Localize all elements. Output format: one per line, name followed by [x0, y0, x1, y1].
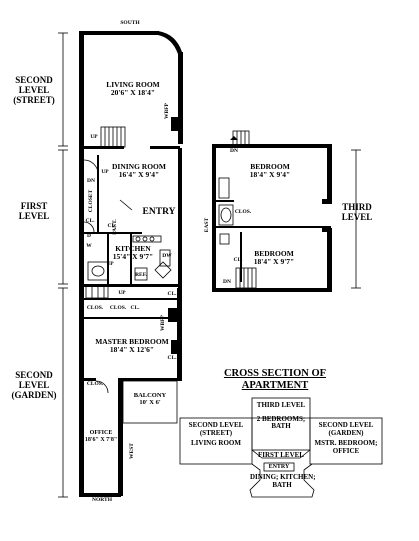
room-size: 20'6" x 18'4" — [110, 88, 156, 98]
compass-west-label: West — [128, 443, 135, 459]
cl-label: Cl. — [167, 291, 177, 297]
level-line: Second — [15, 75, 53, 85]
cl-label: Cl. — [85, 218, 95, 224]
kitchen-label: Kitchen 15'4" x 9'7" — [102, 244, 164, 262]
dn-label: Dn — [87, 178, 95, 184]
level-line: Second — [15, 370, 53, 380]
plan-walls — [79, 31, 332, 497]
cl-label: Cl. — [107, 223, 117, 229]
plan-stair-arrows — [230, 136, 252, 292]
entry-label: Entry — [142, 207, 176, 217]
room-size: 18'4" x 9'4" — [249, 170, 291, 180]
level-line: Level — [18, 210, 50, 221]
compass-south-label: South — [120, 20, 140, 26]
section-content: Bath — [272, 480, 292, 489]
bedroom-lower-label: Bedroom 18'4" x 9'7" — [238, 249, 310, 267]
clos-label: Clos. — [109, 305, 127, 311]
section-content: Living Room — [191, 439, 241, 448]
level-line: First — [20, 201, 48, 211]
bedroom-upper-label: Bedroom 18'4" x 9'4" — [234, 162, 306, 180]
room-size: 15'4" x 9'7" — [112, 252, 154, 262]
dishwasher-label: DW — [162, 253, 172, 259]
plan-details — [58, 32, 383, 498]
title-line: Apartment — [241, 379, 309, 391]
section-content: Dining; Kitchen; — [250, 473, 316, 481]
master-bedroom-label: Master Bedroom 18'4" x 12'6" — [94, 337, 170, 355]
room-size: 16'4" x 9'4" — [118, 170, 160, 180]
up-label: Up — [118, 290, 126, 296]
clos-label: Clos. — [86, 381, 104, 387]
up-label: Up — [101, 169, 109, 175]
d-label: D — [87, 233, 91, 239]
first-level-label: First Level — [4, 201, 64, 222]
wbfp-label: WBFP — [163, 103, 170, 119]
section-title: Second Level — [318, 421, 374, 429]
third-level-label: Third Level — [330, 202, 384, 223]
cl-label: Cl. — [130, 305, 140, 311]
room-size: 18'4" x 9'7" — [253, 257, 295, 267]
room-name: Bedroom — [254, 249, 294, 258]
second-level-garden-box: Second Level (Garden) Mstr. Bedroom; Off… — [312, 421, 380, 456]
level-line: Level — [18, 379, 50, 390]
section-content: Mstr. Bedroom; — [314, 439, 378, 448]
living-room-label: Living Room 20'6" x 18'4" — [96, 80, 170, 98]
section-title: Second Level — [188, 421, 244, 429]
second-level-street-box: Second Level (Street) Living Room — [182, 421, 250, 448]
closet-label: Closet — [87, 189, 94, 213]
room-size: 10' x 6' — [139, 399, 161, 407]
room-name: Dining Room — [112, 162, 166, 171]
section-content: 2 Bedrooms; — [256, 414, 306, 423]
cross-section-title: Cross Section of Apartment — [210, 368, 340, 391]
office-label: Office 18'6" x 7'8" — [84, 430, 118, 443]
balcony-label: Balcony 10' x 6' — [126, 392, 174, 406]
room-name: Office — [89, 430, 113, 436]
room-size: 18'6" x 7'8" — [84, 436, 118, 443]
dining-room-label: Dining Room 16'4" x 9'4" — [102, 162, 176, 180]
first-level-entry-tag: Entry — [268, 464, 290, 470]
compass-east-label: East — [203, 217, 210, 233]
dn-label: Dn — [230, 148, 238, 154]
second-level-street-label: Second Level (Street) — [4, 75, 64, 106]
section-title: (Street) — [199, 428, 233, 437]
level-line: Level — [18, 84, 50, 95]
clos-label: Clos. — [234, 209, 252, 215]
room-name: Kitchen — [115, 244, 151, 253]
refrigerator-label: Ref. — [135, 272, 147, 278]
section-title: Third Level — [256, 401, 306, 409]
section-title: First Level — [258, 451, 304, 459]
room-name: Balcony — [133, 392, 167, 399]
dn-label: Dn — [223, 279, 231, 285]
second-level-garden-label: Second Level (Garden) — [4, 370, 64, 401]
room-name: Master Bedroom — [95, 337, 169, 346]
cl-label: Cl. — [167, 355, 177, 361]
room-size: 18'4" x 12'6" — [109, 345, 155, 355]
up-label: Up — [90, 134, 98, 140]
section-content: Bath — [271, 422, 291, 431]
wbfp-label: WBFP — [159, 315, 166, 331]
compass-north-label: North — [92, 497, 112, 503]
room-name: Living Room — [106, 80, 160, 89]
first-level-content: Dining; Kitchen; Bath — [250, 473, 316, 489]
level-line: (Garden) — [11, 389, 57, 400]
w-label: W — [86, 243, 92, 249]
room-name: Bedroom — [250, 162, 290, 171]
third-level-box: Third Level 2 Bedrooms; Bath — [252, 401, 310, 431]
section-title: (Garden) — [328, 428, 364, 437]
level-line: (Street) — [13, 94, 55, 105]
level-line: Level — [341, 211, 373, 222]
clos-label: Clos. — [86, 305, 104, 311]
level-line: Third — [342, 202, 372, 212]
cl-label: Cl. — [233, 257, 243, 263]
section-content: Office — [332, 447, 360, 456]
first-level-box: First Level — [252, 451, 310, 460]
up-label: Up — [106, 261, 114, 267]
title-line: Cross Section of — [223, 368, 327, 379]
